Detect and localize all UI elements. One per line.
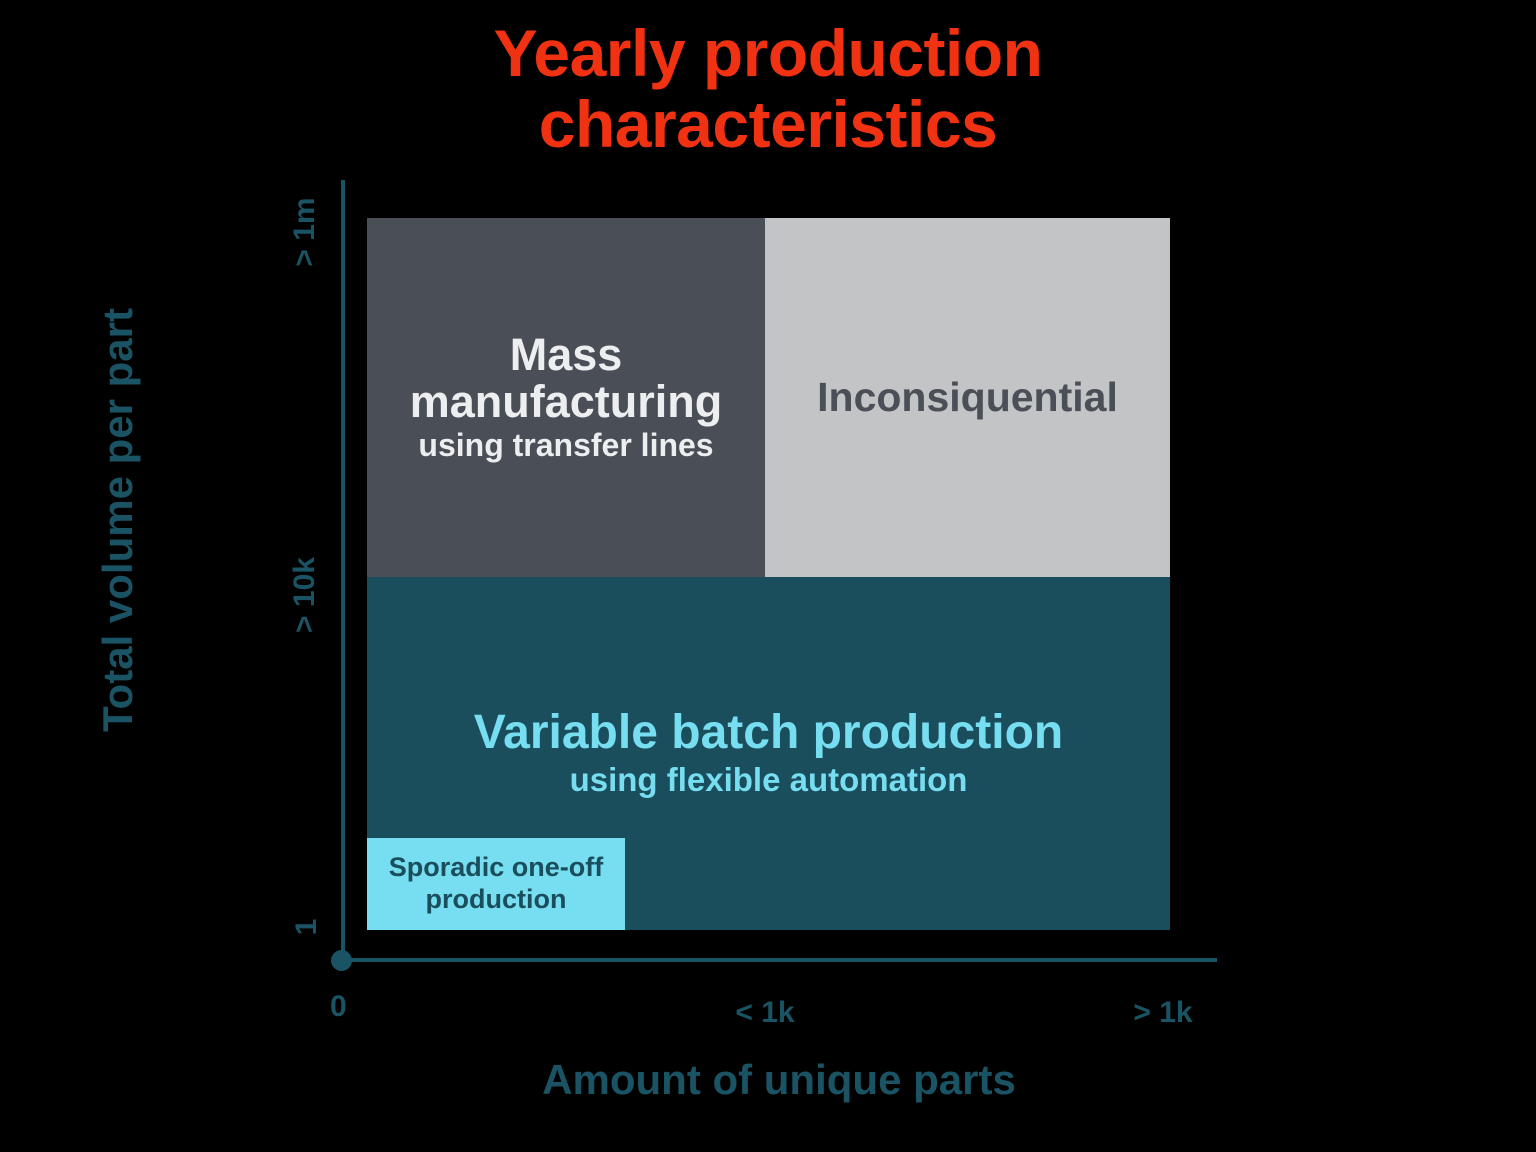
plot-area: Mass manufacturing using transfer lines … <box>367 218 1170 930</box>
quadrant-variable-batch-production-title: Variable batch production <box>473 706 1064 760</box>
y-axis-line <box>341 180 345 962</box>
quadrant-sporadic-one-off-production[interactable]: Sporadic one-off production <box>367 838 625 930</box>
x-axis-tick-label-lt-1k: < 1k <box>735 996 795 1029</box>
y-axis-title: Total volume per part <box>94 308 141 732</box>
x-axis-tick-label-gt-1k: > 1k <box>1133 996 1193 1029</box>
quadrant-inconsiquential-title: Inconsiquential <box>817 374 1118 421</box>
quadrant-mass-manufacturing[interactable]: Mass manufacturing using transfer lines <box>367 218 765 577</box>
quadrant-mass-manufacturing-title: Mass manufacturing <box>409 329 723 427</box>
quadrant-variable-batch-production-subtitle: using flexible automation <box>569 761 968 799</box>
quadrant-sporadic-one-off-production-title: Sporadic one-off production <box>388 852 604 914</box>
origin-dot <box>331 950 352 971</box>
quadrant-mass-manufacturing-subtitle: using transfer lines <box>418 426 714 463</box>
x-axis-tick-label-0: 0 <box>330 990 347 1023</box>
y-axis-tick-label-10k: > 10k <box>288 557 321 633</box>
y-axis-tick-label-1m: > 1m <box>288 197 321 267</box>
x-axis-title: Amount of unique parts <box>542 1056 1016 1103</box>
x-axis-line <box>341 958 1217 962</box>
chart-title: Yearly production characteristics <box>493 16 1043 162</box>
y-axis-tick-label-1: 1 <box>290 918 323 936</box>
quadrant-inconsiquential[interactable]: Inconsiquential <box>765 218 1170 577</box>
